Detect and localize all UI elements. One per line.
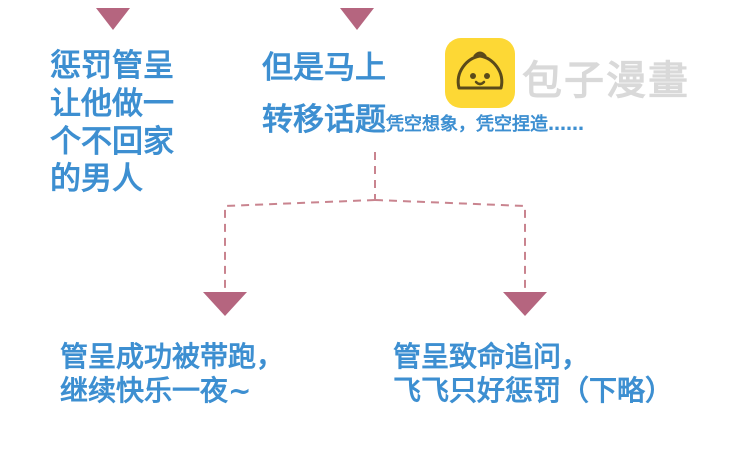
node-bottom-left: 管呈成功被带跑， 继续快乐一夜~ — [60, 340, 284, 408]
node-left-line: 惩罚管呈 — [50, 48, 174, 84]
arrowhead-top-left — [96, 8, 130, 30]
node-left: 惩罚管呈 让他做一 个不回家 的男人 — [50, 48, 174, 199]
node-bottom-right-line: 飞飞只好惩罚（下略） — [393, 374, 674, 408]
node-middle-line1: 但是马上 — [262, 50, 386, 86]
node-bottom-right: 管呈致命追问， 飞飞只好惩罚（下略） — [393, 340, 673, 408]
node-left-line: 的男人 — [50, 161, 143, 198]
watermark-logo — [445, 38, 515, 108]
node-bottom-left-line: 继续快乐一夜~ — [60, 374, 252, 408]
branch-left — [224, 199, 376, 292]
bun-icon — [456, 51, 504, 90]
node-left-line: 让他做一 — [50, 85, 174, 122]
node-left-line: 个不回家 — [50, 123, 174, 160]
node-bottom-right-line: 管呈致命追问， — [393, 340, 590, 373]
node-middle: 但是马上 转移话题凭空想象，凭空捏造…… — [262, 50, 584, 140]
arrowhead-bottom-left — [203, 292, 247, 316]
arrowhead-bottom-right — [503, 292, 547, 316]
node-middle-line2-small: 凭空想象，凭空捏造…… — [386, 113, 584, 135]
node-bottom-left-line: 管呈成功被带跑， — [60, 340, 285, 373]
node-middle-line2-big: 转移话题 — [262, 101, 386, 138]
branch-right — [374, 199, 526, 292]
watermark-text: 包子漫畫 — [522, 58, 690, 104]
arrowhead-top-middle — [340, 8, 374, 30]
